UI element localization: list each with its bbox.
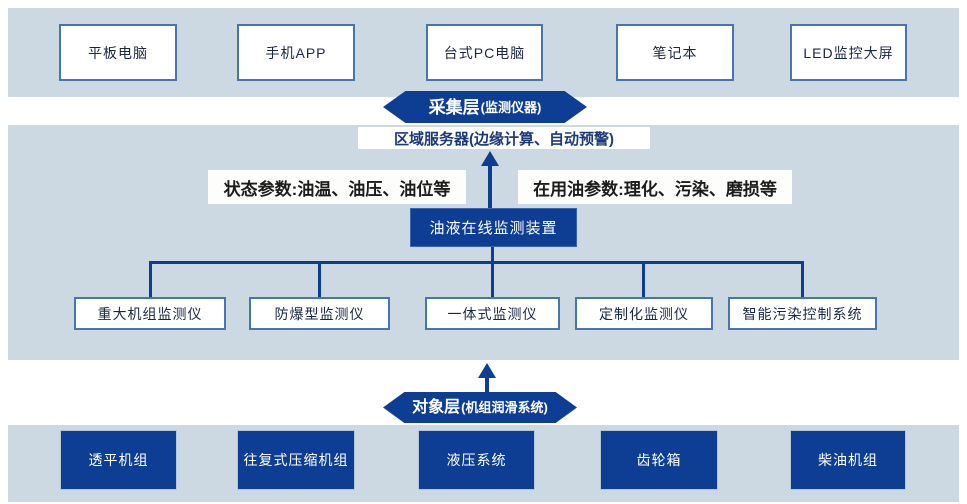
up-arrow-icon	[481, 151, 499, 166]
device-box-phone-app: 手机APP	[237, 24, 355, 81]
connector-line-drop-2	[318, 261, 321, 297]
device-box-laptop: 笔记本	[616, 24, 734, 81]
connector-line-center	[491, 247, 494, 297]
monitor-box-pollution-control: 智能污染控制系统	[728, 297, 877, 330]
status-parameters-label: 状态参数:油温、油压、油位等	[208, 170, 466, 204]
equipment-box-gearbox: 齿轮箱	[600, 430, 718, 490]
object-layer-title: 对象层	[412, 399, 461, 416]
equipment-box-diesel-unit: 柴油机组	[790, 430, 906, 490]
object-layer-badge: 对象层(机组润滑系统)	[383, 392, 577, 423]
equipment-box-turbine: 透平机组	[60, 430, 177, 490]
connector-line-drop-5	[801, 261, 804, 297]
connector-line-drop-1	[149, 261, 152, 297]
equipment-box-reciprocating-compressor: 往复式压缩机组	[237, 430, 355, 490]
device-box-desktop-pc: 台式PC电脑	[426, 24, 543, 81]
collection-layer-badge: 采集层(监测仪器)	[383, 91, 587, 123]
monitor-box-customized: 定制化监测仪	[575, 297, 713, 330]
up-arrow-shaft	[488, 164, 492, 208]
equipment-box-hydraulic-system: 液压系统	[418, 430, 535, 490]
collection-layer-title: 采集层	[428, 97, 480, 117]
up-arrow-icon	[478, 363, 496, 378]
online-monitoring-device-box: 油液在线监测装置	[410, 208, 577, 247]
device-box-led-screen: LED监控大屏	[790, 24, 907, 81]
device-box-tablet: 平板电脑	[59, 24, 177, 81]
connector-line-trunk	[149, 261, 804, 264]
monitor-box-explosion-proof: 防爆型监测仪	[249, 297, 390, 330]
collection-layer-subtitle: (监测仪器)	[480, 99, 542, 115]
regional-server-label: 区域服务器(边缘计算、自动预警)	[358, 127, 650, 149]
monitor-box-integrated: 一体式监测仪	[425, 297, 560, 330]
object-layer-subtitle: (机组润滑系统)	[461, 400, 548, 415]
connector-line-drop-4	[642, 261, 645, 297]
monitor-box-major-units: 重大机组监测仪	[74, 297, 226, 330]
oil-parameters-label: 在用油参数:理化、污染、磨损等	[518, 170, 792, 204]
up-arrow-shaft	[485, 376, 489, 392]
